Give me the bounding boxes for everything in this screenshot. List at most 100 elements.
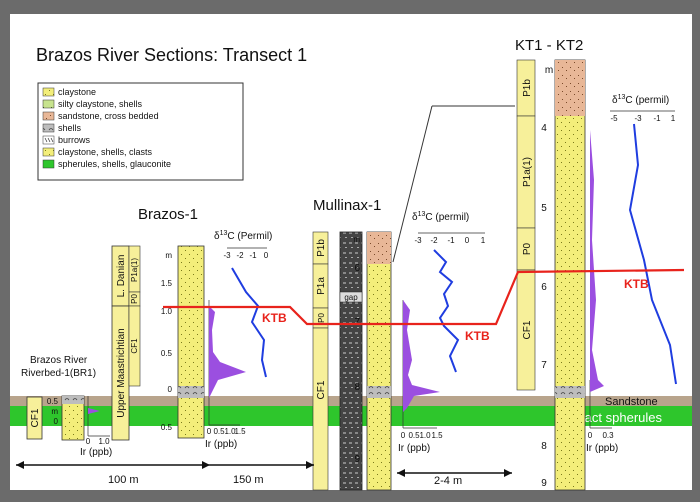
brazos1-ir-tick: 0 bbox=[207, 427, 212, 436]
kt1kt2-tick: 9 bbox=[541, 478, 547, 489]
legend: claystone silty claystone, shells sandst… bbox=[37, 82, 244, 181]
legend-label: claystone bbox=[58, 87, 96, 97]
arrow-right-icon bbox=[306, 461, 314, 469]
section-mullinax1: Mullinax-1 P1b P1a P0 CF1 gap m 6 7 8 9 … bbox=[312, 197, 486, 491]
br1-zone-label: CF1 bbox=[30, 408, 41, 427]
brazos1-stage-danian: L. Danian bbox=[116, 255, 127, 298]
mullinax1-tick: 6 bbox=[354, 263, 360, 274]
mullinax1-d13c-label: δ13C (permil) bbox=[412, 211, 469, 223]
kt1kt2-iridium-curve bbox=[590, 130, 604, 392]
br1-zone-box bbox=[26, 396, 43, 440]
kt1kt2-sandstone-top bbox=[555, 60, 585, 116]
arrow-right-icon bbox=[504, 469, 512, 477]
mullinax1-d13c-tick: 1 bbox=[481, 236, 486, 245]
kt1kt2-tick: m bbox=[545, 65, 553, 76]
legend-swatch-silty bbox=[42, 99, 55, 109]
legend-label: claystone, shells, clasts bbox=[58, 147, 153, 157]
brazos1-d13c-tick: 0 bbox=[264, 251, 269, 260]
section-br1: Brazos River Riverbed-1(BR1) CF1 0.5 m 0… bbox=[21, 355, 112, 458]
mullinax1-d13c-tick: -2 bbox=[430, 236, 438, 245]
distance-label: 150 m bbox=[233, 474, 264, 486]
kt1kt2-tick: 6 bbox=[541, 282, 547, 293]
kt1kt2-d13c-tick: -5 bbox=[610, 114, 618, 123]
burrows-icon bbox=[44, 137, 54, 143]
kt1kt2-column bbox=[554, 59, 586, 491]
ktb-label-mullinax1: KTB bbox=[465, 329, 490, 343]
kt1kt2-d13c-tick: -3 bbox=[634, 114, 642, 123]
brazos1-ir-label: Ir (ppb) bbox=[205, 439, 237, 450]
mullinax1-tick: 8 bbox=[354, 382, 360, 393]
legend-label: burrows bbox=[58, 135, 91, 145]
kt1kt2-ir-tick: 0 bbox=[588, 431, 593, 440]
kt1kt2-ir-label: Ir (ppb) bbox=[586, 443, 618, 454]
section-brazos1: Brazos-1 L. Danian Upper Maastrichtian P… bbox=[111, 206, 272, 450]
br1-ir-tick: 0 bbox=[86, 437, 91, 446]
mullinax1-tick: m bbox=[353, 235, 360, 244]
brazos1-ir-tick: 1.5 bbox=[234, 427, 246, 436]
distance-scale: 100 m 150 m 2-4 m bbox=[16, 461, 512, 487]
arrow-left-icon bbox=[16, 461, 24, 469]
mullinax1-ir-tick: 0 bbox=[401, 431, 406, 440]
br1-iridium-spike bbox=[88, 408, 100, 414]
kt1kt2-d13c-tick: -1 bbox=[653, 114, 661, 123]
mullinax1-iridium-curve bbox=[403, 300, 440, 412]
kt1kt2-d13c-label: δ13C (permil) bbox=[612, 94, 669, 106]
legend-label: silty claystone, shells bbox=[58, 99, 143, 109]
brazos1-tick: 0 bbox=[168, 385, 173, 394]
brazos1-name: Brazos-1 bbox=[138, 206, 198, 223]
kt1kt2-shell-layer bbox=[555, 386, 585, 398]
mullinax1-shell-layer bbox=[367, 386, 391, 398]
br1-name-line1: Brazos River bbox=[30, 355, 88, 366]
kt1kt2-ir-tick: 0.3 bbox=[602, 431, 614, 440]
brazos1-shell-layer bbox=[178, 386, 204, 398]
brazos1-d13c-tick: -3 bbox=[223, 251, 231, 260]
kt1kt2-zone-p1b: P1b bbox=[522, 79, 533, 97]
brazos1-stage-maastrichtian: Upper Maastrichtian bbox=[116, 328, 127, 417]
br1-tick-label: 0 bbox=[54, 417, 59, 426]
br1-ir-label: Ir (ppb) bbox=[80, 447, 112, 458]
arrow-right-icon bbox=[202, 461, 210, 469]
br1-tick-label: 0.5 bbox=[47, 397, 59, 406]
mullinax1-d13c-tick: 0 bbox=[465, 236, 470, 245]
brazos1-tick: 1.0 bbox=[161, 307, 173, 316]
mullinax1-tick: 7 bbox=[354, 317, 360, 328]
ktb-label-kt1kt2: KTB bbox=[624, 277, 649, 291]
kt1kt2-tick: 8 bbox=[541, 441, 547, 452]
br1-name-line2: Riverbed-1(BR1) bbox=[21, 368, 96, 379]
mullinax1-ir-tick: 1.5 bbox=[431, 431, 443, 440]
legend-swatch-burrows bbox=[42, 135, 55, 145]
legend-label: shells bbox=[58, 123, 82, 133]
mullinax1-gap-label: gap bbox=[344, 293, 358, 302]
mullinax1-zone-p0: P0 bbox=[317, 313, 326, 323]
mullinax1-zone-p1b: P1b bbox=[316, 239, 327, 257]
brazos1-tick: 1.5 bbox=[161, 279, 173, 288]
arrow-left-icon bbox=[397, 469, 405, 477]
legend-swatch-sandstone bbox=[42, 111, 55, 121]
zoom-connector-line bbox=[392, 105, 433, 263]
brazos1-zone-p0: P0 bbox=[130, 294, 139, 304]
brazos1-d13c-tick: -1 bbox=[249, 251, 257, 260]
mullinax1-ir-tick: 1.0 bbox=[419, 431, 431, 440]
distance-label: 2-4 m bbox=[434, 475, 462, 487]
mullinax1-ir-tick: 0.5 bbox=[408, 431, 420, 440]
br1-ir-tick: 1.0 bbox=[98, 437, 110, 446]
kt1kt2-d13c-tick: 1 bbox=[671, 114, 676, 123]
kt1kt2-tick: 7 bbox=[541, 360, 547, 371]
kt1kt2-d13c-curve bbox=[628, 123, 677, 385]
legend-swatch-clasts bbox=[42, 147, 55, 157]
legend-label: spherules, shells, glauconite bbox=[58, 159, 171, 169]
distance-label: 100 m bbox=[108, 474, 139, 486]
br1-shell-layer bbox=[62, 396, 84, 404]
kt1kt2-name: KT1 - KT2 bbox=[515, 37, 583, 54]
kt1kt2-zone-p0: P0 bbox=[522, 242, 533, 255]
brazos1-column bbox=[177, 245, 205, 439]
kt1kt2-zone-p1a1: P1a(1) bbox=[522, 157, 533, 187]
legend-swatch-spherules bbox=[42, 159, 55, 169]
ktb-label-brazos1: KTB bbox=[262, 311, 287, 325]
mullinax1-zone-p1a: P1a bbox=[316, 277, 327, 295]
brazos1-zone-cf1: CF1 bbox=[130, 338, 139, 354]
ktb-boundary-line bbox=[163, 268, 685, 326]
mullinax1-column bbox=[366, 231, 392, 491]
kt1kt2-tick: 5 bbox=[541, 203, 547, 214]
mullinax1-sandstone-top bbox=[367, 232, 391, 264]
